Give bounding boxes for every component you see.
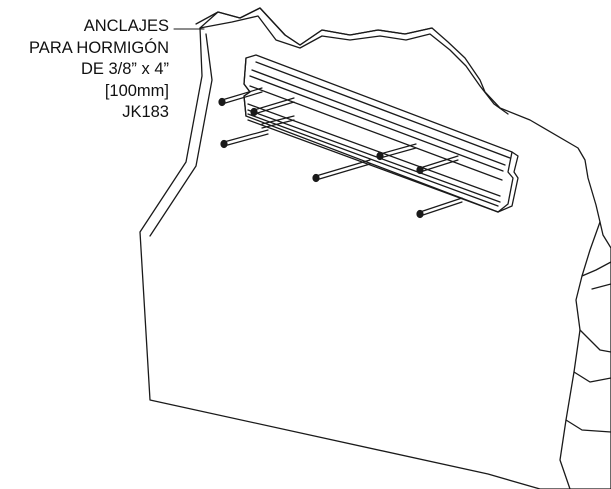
- concrete-anchor-bolt-icon: [250, 97, 295, 117]
- wall-outline: [139, 7, 611, 489]
- concrete-anchor-bolt-icon: [261, 115, 295, 129]
- anchor-callout-label: ANCLAJES PARA HORMIGÓN DE 3/8” x 4” [100…: [29, 16, 169, 124]
- rail-upper-groove-2: [249, 75, 504, 172]
- callout-line-2: PARA HORMIGÓN: [29, 38, 169, 57]
- rail-lower-top: [247, 103, 501, 197]
- rail-upper-groove-1: [251, 69, 506, 166]
- concrete-anchor-bolt-icon: [416, 197, 463, 219]
- wall-right-edge-5: [559, 419, 571, 489]
- anchors-group: [218, 87, 463, 219]
- concrete-anchor-bolt-icon: [376, 143, 417, 161]
- callout-line-4: [100mm]: [104, 81, 169, 100]
- callout-line-5: JK183: [122, 103, 169, 121]
- wall-right-edge-6: [591, 283, 611, 290]
- callout-line-3: DE 3/8” x 4”: [80, 60, 169, 78]
- callout-line-1: ANCLAJES: [83, 17, 169, 35]
- concrete-anchor-bolt-icon: [218, 87, 263, 107]
- concrete-wall-icon: [139, 7, 611, 489]
- rail-lower-groove-2: [247, 113, 499, 207]
- rail-upper-bottom: [249, 85, 503, 181]
- mounting-rail-icon: [243, 54, 519, 213]
- wall-right-edge-4: [565, 371, 611, 433]
- concrete-anchor-bolt-icon: [416, 155, 459, 175]
- wall-top-edge-inner: [199, 15, 509, 115]
- rail-upper-top: [255, 61, 511, 159]
- wall-right-edge-3: [573, 329, 611, 383]
- rail-lower-bottom: [247, 119, 499, 213]
- wall-top-edge: [195, 7, 433, 46]
- concrete-anchor-bolt-icon: [220, 129, 269, 149]
- wall-left-edge-inner: [149, 33, 213, 237]
- concrete-anchor-bolt-icon: [312, 159, 371, 183]
- rail-end-notch: [497, 151, 519, 213]
- rail-lower-groove-1: [247, 109, 501, 203]
